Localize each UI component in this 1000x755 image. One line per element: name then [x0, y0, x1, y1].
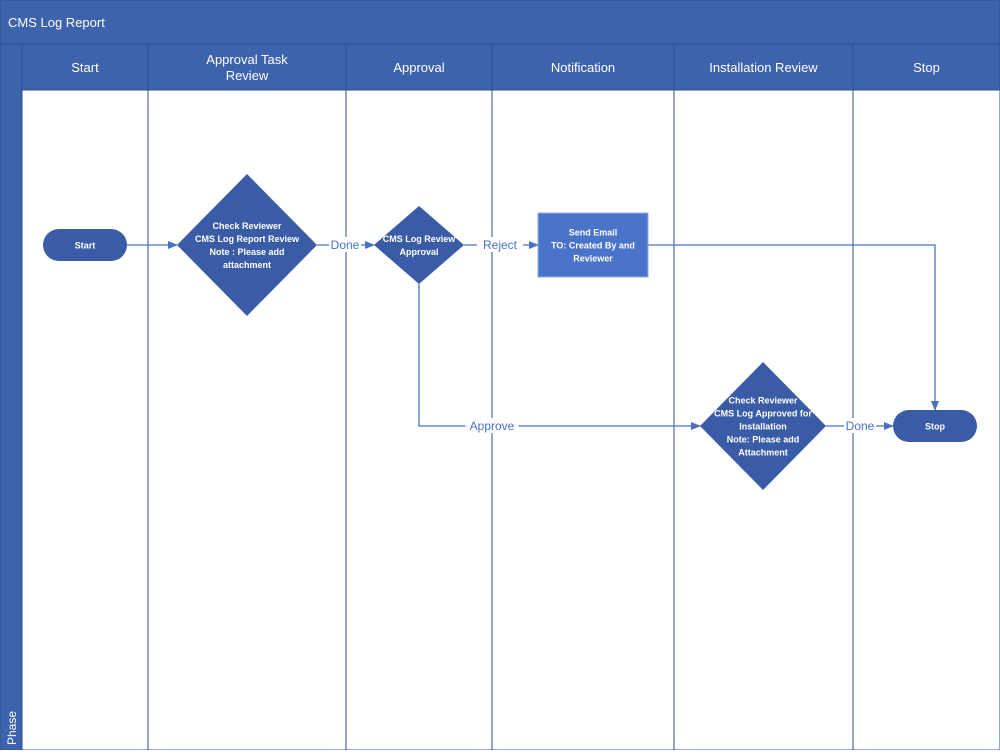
terminator-shape — [43, 229, 127, 261]
lane-body-notification — [491, 89, 675, 751]
lane-header-label: Start — [71, 60, 99, 75]
lane-header-installation-review — [673, 43, 854, 91]
edge-label-bg — [844, 418, 876, 433]
lane-header-notification — [491, 43, 675, 91]
lane-header-label: Installation Review — [709, 60, 818, 75]
lane-header-stop — [852, 43, 1000, 91]
node-text: Check Reviewer — [212, 221, 282, 231]
node-text: CMS Log Approved for — [714, 409, 812, 419]
decision-shape — [177, 174, 317, 316]
lane-bodies — [21, 89, 1000, 751]
terminator-shape — [893, 410, 977, 442]
lane-header-label: Approval Task — [206, 52, 288, 67]
node-text: Approval — [399, 247, 438, 257]
edge-label: Done — [846, 419, 875, 433]
edge-label: Reject — [483, 238, 518, 252]
node-text: Reviewer — [573, 254, 613, 264]
node-start-node[interactable]: Start — [43, 229, 127, 261]
process-shape — [537, 212, 649, 278]
node-stop-node[interactable]: Stop — [893, 410, 977, 442]
diagram-title: CMS Log Report — [8, 15, 105, 30]
edge-label: Done — [331, 238, 360, 252]
decision-shape — [700, 362, 826, 490]
edge-email-to-stop — [648, 244, 939, 411]
node-text: TO: Created By and — [551, 241, 635, 251]
node-text: Start — [75, 241, 96, 251]
phase-label: Phase — [5, 711, 19, 745]
lane-header-label: Review — [226, 68, 269, 83]
node-text: Attachment — [738, 448, 788, 458]
title-bar — [0, 0, 1000, 45]
node-text: Installation — [739, 422, 787, 432]
node-text: attachment — [223, 260, 271, 270]
node-text: CMS Log Review — [383, 234, 457, 244]
lane-header-start — [21, 43, 149, 91]
phase-column — [0, 43, 23, 751]
edge-approval-approve — [418, 284, 701, 430]
edge-label-bg — [329, 237, 361, 252]
decision-shape — [374, 206, 464, 284]
lane-header-approval — [345, 43, 493, 91]
lane-header-label: Notification — [551, 60, 615, 75]
edge-label-bg — [477, 237, 523, 252]
node-text: Stop — [925, 422, 945, 432]
edge-label-bg — [465, 418, 519, 433]
node-text: Send Email — [569, 228, 618, 238]
node-text: Check Reviewer — [728, 396, 798, 406]
lane-header-label: Approval — [393, 60, 444, 75]
lane-header-label: Stop — [913, 60, 940, 75]
lane-header-approval-task-review — [147, 43, 347, 91]
edge-label: Approve — [470, 419, 515, 433]
node-text: Note : Please add — [209, 247, 284, 257]
node-text: CMS Log Report Review — [195, 234, 300, 244]
node-text: Note: Please add — [727, 435, 800, 445]
lane-body-start — [21, 89, 149, 751]
